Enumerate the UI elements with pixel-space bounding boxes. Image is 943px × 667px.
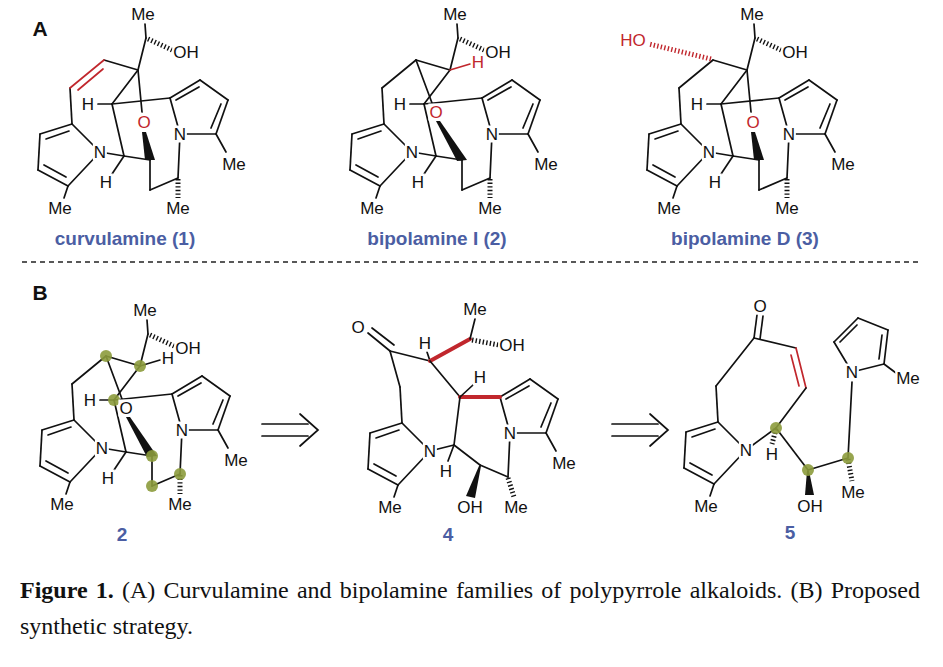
atom-label: Me [130, 6, 156, 23]
retrosynthetic-arrow [262, 414, 318, 446]
atom-label: N [845, 364, 859, 381]
atom-label: Me [132, 302, 158, 319]
atom-label: O [136, 114, 151, 131]
atom-label: N [782, 126, 796, 143]
atom-label: Me [693, 498, 719, 515]
atom-label: O [350, 319, 365, 336]
atom-label: O [118, 400, 133, 417]
atom-label: OH [781, 44, 809, 61]
atom-label: H [418, 335, 432, 352]
atom-label: H [81, 96, 95, 113]
atom-label: Me [49, 496, 75, 513]
atom-label: Me [830, 156, 856, 173]
panel-divider [22, 261, 921, 263]
atom-label: Me [165, 200, 191, 217]
atom-label: N [503, 425, 517, 442]
compound-number: 4 [442, 525, 455, 544]
atom-label: H [690, 96, 704, 113]
atom-label: H [161, 350, 175, 367]
atom-label: H [101, 470, 115, 487]
atom-label: O [745, 114, 760, 131]
atom-label: Me [359, 200, 385, 217]
atom-label: Me [377, 499, 403, 516]
curvulamine-structure [38, 24, 228, 198]
atom-label: N [175, 422, 189, 439]
figure-caption: Figure 1. (A) Curvulamine and bipolamine… [20, 572, 920, 644]
target-structure [40, 320, 230, 494]
atom-label: N [173, 126, 187, 143]
compound-name: bipolamine D (3) [670, 229, 820, 248]
panel-letter: B [31, 282, 48, 303]
intermediate-structure [368, 319, 558, 498]
precursor-structure [684, 315, 896, 496]
atom-label: Me [503, 499, 529, 516]
compound-name: curvulamine (1) [54, 229, 196, 248]
atom-label: OH [796, 498, 824, 515]
atom-label: H [83, 392, 97, 409]
atom-label: OH [498, 337, 526, 354]
atom-label: H [439, 463, 453, 480]
compound-name: bipolamine I (2) [366, 229, 507, 248]
atom-label: Me [533, 156, 559, 173]
atom-label: N [95, 440, 109, 457]
atom-label: Me [895, 370, 921, 387]
atom-label: HO [619, 32, 647, 49]
atom-label: O [428, 104, 443, 121]
atom-label: Me [739, 6, 765, 23]
bipolamine-d-structure [647, 24, 837, 198]
atom-label: Me [774, 200, 800, 217]
atom-label: Me [223, 452, 249, 469]
atom-label: N [702, 144, 716, 161]
atom-label: H [708, 174, 722, 191]
atom-label: H [411, 174, 425, 191]
atom-label: OH [174, 340, 202, 357]
atom-label: Me [47, 200, 73, 217]
atom-label: OH [172, 44, 200, 61]
atom-label: N [423, 443, 437, 460]
atom-label: N [405, 144, 419, 161]
atom-label: H [765, 446, 779, 463]
atom-label: Me [656, 200, 682, 217]
atom-label: Me [221, 156, 247, 173]
atom-label: H [473, 369, 487, 386]
atom-label: Me [840, 484, 866, 501]
atom-label: N [93, 144, 107, 161]
retrosynthetic-arrow [612, 414, 668, 446]
atom-label: OH [456, 499, 484, 516]
bipolamine-i-structure [350, 24, 540, 198]
panel-letter: A [31, 18, 48, 39]
atom-label: Me [167, 496, 193, 513]
atom-label: Me [477, 200, 503, 217]
atom-label: H [99, 174, 113, 191]
atom-label: H [471, 54, 485, 71]
compound-number: 5 [784, 523, 797, 542]
atom-label: Me [442, 6, 468, 23]
atom-label: Me [551, 455, 577, 472]
atom-label: N [485, 126, 499, 143]
atom-label: Me [462, 301, 488, 318]
compound-number: 2 [116, 525, 129, 544]
atom-label: OH [484, 44, 512, 61]
atom-label: O [752, 298, 767, 315]
atom-label: N [739, 442, 753, 459]
atom-label: H [393, 96, 407, 113]
